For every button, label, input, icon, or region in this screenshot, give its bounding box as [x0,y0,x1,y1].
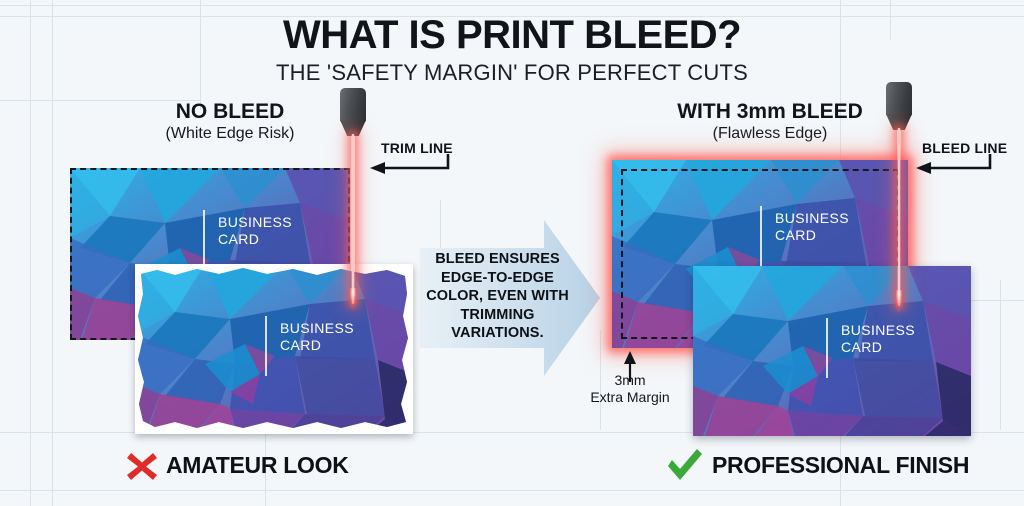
left-laser-spark [348,288,358,310]
grid-line-vertical [890,0,891,40]
card-label-line2: CARD [775,226,817,243]
grid-line-vertical [1000,280,1001,430]
card-label-line2: CARD [841,338,883,355]
center-text-line4: TRIMMING [460,306,535,323]
right-verdict: PROFESSIONAL FINISH [666,448,969,482]
grid-line-vertical [30,0,31,506]
grid-line-horizontal [0,432,1024,433]
center-text-line3: COLOR, EVEN WITH [426,288,569,305]
extra-margin-note: 3mm Extra Margin [566,372,694,405]
card-accent-bar [760,206,762,268]
right-panel-title: WITH 3mm BLEED [677,100,863,123]
center-arrow-text: BLEED ENSURES EDGE-TO-EDGE COLOR, EVEN W… [425,250,570,343]
grid-line-horizontal [0,16,1024,17]
card-label-line2: CARD [218,230,260,247]
right-panel-subtitle: (Flawless Edge) [712,125,828,142]
right-front-business-card: BUSINESS CARD [693,266,971,436]
page-title: WHAT IS PRINT BLEED? [282,13,742,57]
left-back-card-label: BUSINESS CARD [218,214,292,247]
bleed-line-callout-arrow [916,154,992,174]
trim-line-callout-label: TRIM LINE [381,140,453,156]
right-back-card-label: BUSINESS CARD [775,210,849,243]
right-front-card-label: BUSINESS CARD [841,322,915,355]
ragged-edge-mask [138,268,408,428]
card-accent-bar [265,316,267,376]
grid-line-vertical [52,0,53,506]
left-cutter-blade-body [340,88,366,122]
extra-margin-line1: 3mm [614,372,646,388]
cross-icon [127,453,157,480]
card-label-line1: BUSINESS [841,322,915,338]
left-verdict-text: AMATEUR LOOK [166,451,349,478]
card-label-line1: BUSINESS [218,214,292,230]
card-label-line1: BUSINESS [280,320,354,336]
grid-line-horizontal [0,490,1024,491]
right-cutter-blade-tip [886,114,912,130]
left-front-card-white-edge: BUSINESS CARD [135,264,413,434]
center-arrow-shape [420,220,600,376]
center-text-line1: BLEED ENSURES [435,251,560,267]
extra-margin-line2: Extra Margin [590,388,670,405]
low-poly-artwork [693,266,971,436]
left-front-card-label: BUSINESS CARD [280,320,354,353]
grid-line-horizontal [0,5,1024,6]
card-label-line2: CARD [280,336,322,353]
center-text-line5: VARIATIONS. [451,325,544,342]
left-panel-subtitle: (White Edge Risk) [165,125,295,142]
trim-line-callout-arrow [370,154,450,174]
left-panel-heading: NO BLEED (White Edge Risk) [105,100,355,143]
right-verdict-text: PROFESSIONAL FINISH [712,451,970,478]
right-laser-spark [894,290,904,312]
extra-margin-arrow [624,351,636,382]
card-label-line1: BUSINESS [775,210,849,226]
page-subtitle: THE 'SAFETY MARGIN' FOR PERFECT CUTS [276,60,748,85]
right-cutter-blade-body [886,82,912,116]
check-icon [668,449,702,480]
left-laser-beam [351,134,355,304]
right-laser-beam [897,128,901,306]
bleed-line-callout-label: BLEED LINE [922,140,1008,156]
grid-line-vertical [600,330,601,430]
card-accent-bar [203,210,205,270]
center-text-line2: EDGE-TO-EDGE [441,269,554,286]
left-cutter-blade-tip [340,120,366,136]
grid-line-vertical [200,0,201,110]
grid-line-horizontal [955,300,1024,301]
grid-line-vertical [265,430,266,506]
card-accent-bar [826,318,828,378]
left-verdict: AMATEUR LOOK [126,449,349,481]
right-panel-heading: WITH 3mm BLEED (Flawless Edge) [645,100,895,143]
grid-line-horizontal [0,100,200,101]
left-panel-title: NO BLEED [175,100,285,123]
